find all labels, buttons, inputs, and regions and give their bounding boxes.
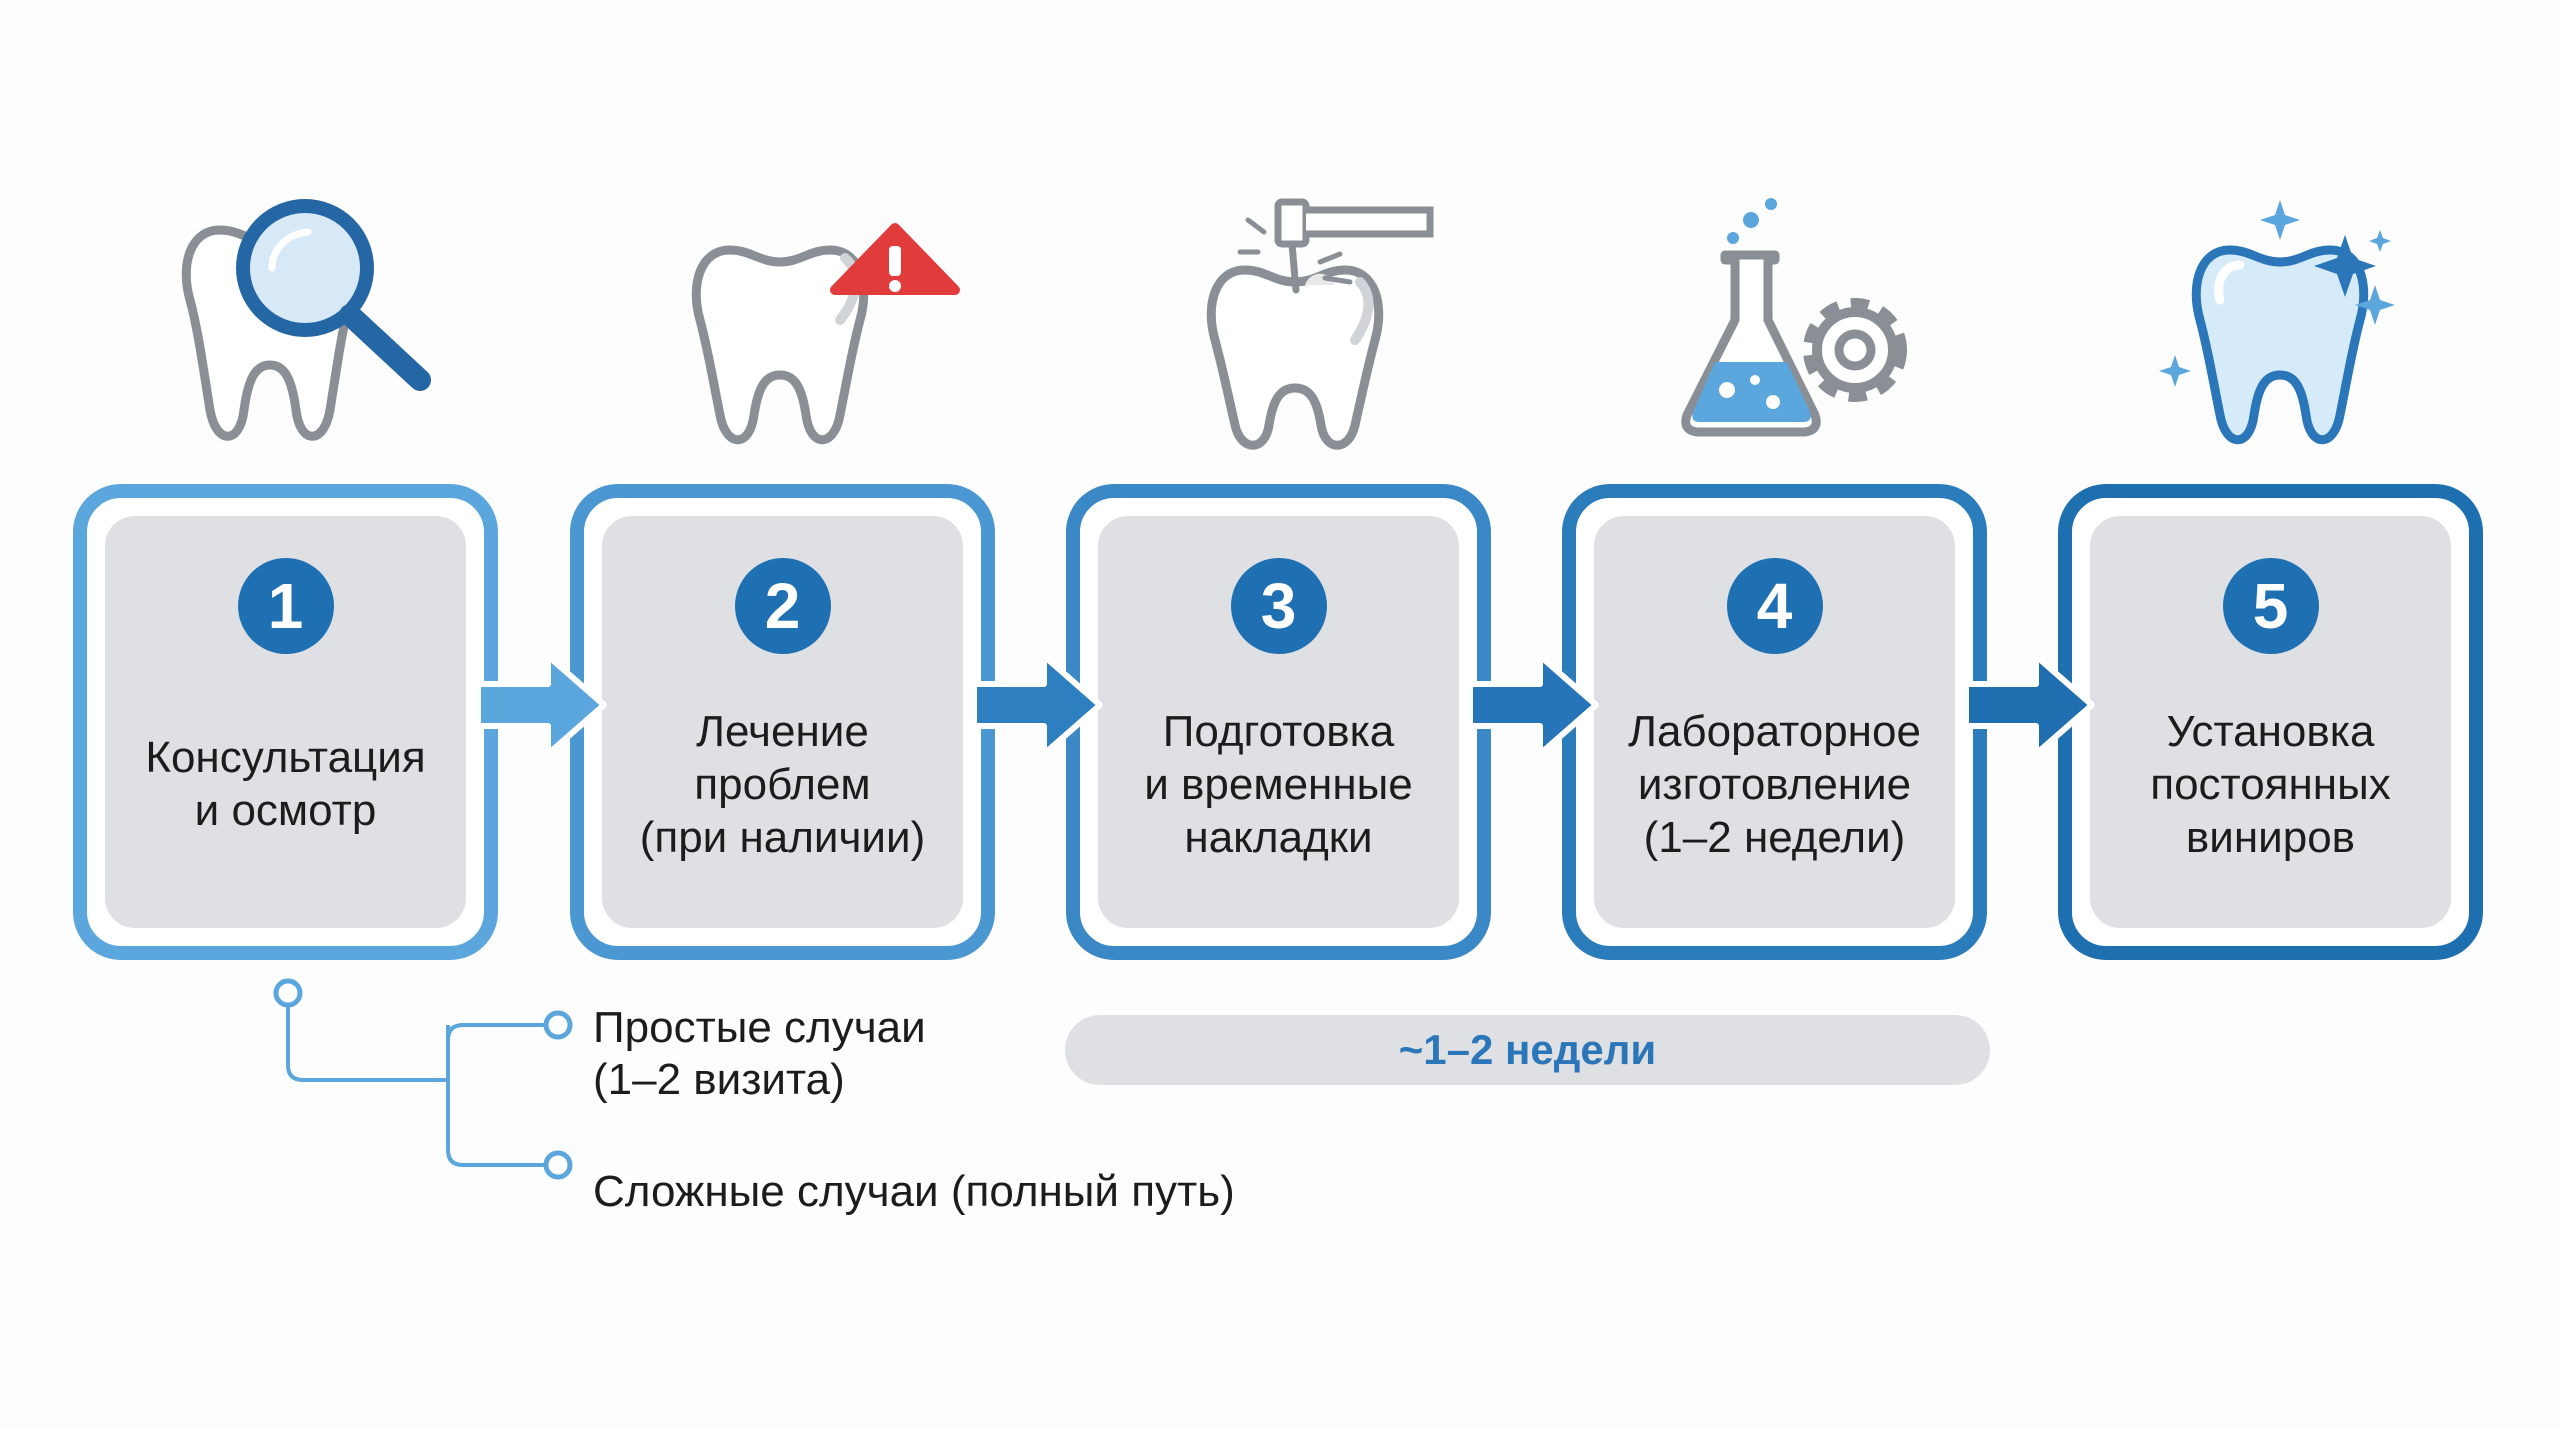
step-number-badge: 5 [2222, 558, 2319, 654]
step-label: Подготовка и временные накладки [1144, 706, 1413, 862]
duration-pill: ~1–2 недели [1065, 1015, 1990, 1085]
arrow-right-icon [478, 653, 607, 757]
arrow-right-icon [1470, 653, 1599, 757]
gear-shape [1803, 298, 1907, 402]
step-card-3: 3 Подготовка и временные накладки [1066, 484, 1491, 960]
step-label: Лабораторное изготовление (1–2 недели) [1628, 706, 1921, 862]
tooth-magnifier-icon [181, 199, 431, 441]
step-number-badge: 4 [1726, 558, 1823, 654]
step-label: Консультация и осмотр [145, 733, 426, 835]
arrow-right-icon [1966, 653, 2095, 757]
flask-gear-icon [1681, 198, 1907, 437]
arrow-right-icon [974, 653, 1103, 757]
step-card-5: 5 Установка постоянных виниров [2058, 484, 2483, 960]
tooth-warning-icon [691, 223, 960, 445]
branch-complex-cases: Сложные случаи (полный путь) [593, 1167, 1235, 1216]
step-label: Установка постоянных виниров [2150, 706, 2391, 862]
step-card-1: 1 Консультация и осмотр [73, 484, 498, 960]
branch-connector [273, 978, 573, 1180]
step-number-badge: 3 [1230, 558, 1327, 654]
branch-simple-cases: Простые случаи (1–2 визита) [593, 1003, 926, 1104]
tooth-drill-icon [1206, 198, 1434, 450]
sparkling-tooth-icon [2159, 200, 2395, 445]
step-number-badge: 2 [734, 558, 831, 654]
step-label: Лечение проблем (при наличии) [639, 706, 926, 862]
step-number-badge: 1 [237, 558, 334, 654]
step-card-4: 4 Лабораторное изготовление (1–2 недели) [1562, 484, 1987, 960]
step-card-2: 2 Лечение проблем (при наличии) [570, 484, 995, 960]
